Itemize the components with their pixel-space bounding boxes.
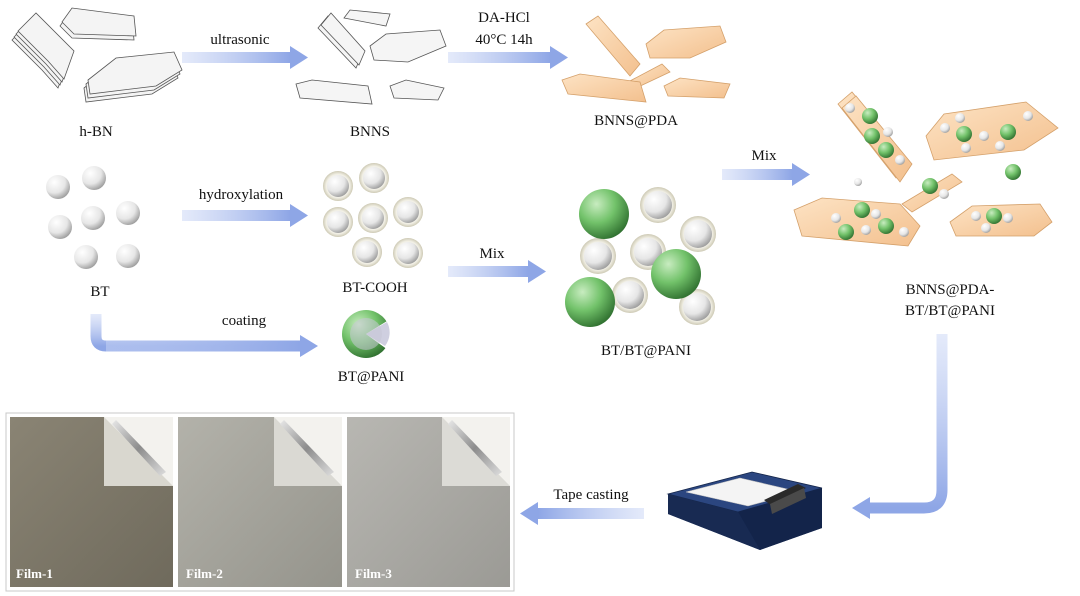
arrow-label-temp-time: 40°C 14h — [475, 32, 533, 48]
arrow-coating — [90, 314, 318, 357]
bnns-pda-sheets-illustration — [561, 15, 731, 103]
arrow-label-hydroxylation: hydroxylation — [199, 187, 284, 203]
arrow-label-da-hcl: DA-HCl — [478, 10, 530, 26]
bt-cooh-particles-illustration — [323, 163, 423, 268]
film-2-photo — [178, 417, 342, 587]
arrow-mix-lower — [448, 260, 546, 283]
bt-pani-core-shell-illustration — [342, 310, 397, 358]
film-1-label: Film-1 — [16, 566, 53, 581]
arrow-label-coating: coating — [222, 313, 267, 329]
arrow-label-tape-casting: Tape casting — [553, 487, 629, 503]
label-composite-line1: BNNS@PDA- — [906, 282, 995, 298]
bt-bt-pani-mixture-illustration — [565, 187, 716, 327]
label-bt: BT — [90, 284, 109, 300]
label-bt-pani: BT@PANI — [338, 369, 405, 385]
label-bnns: BNNS — [350, 124, 390, 140]
label-composite-line2: BT/BT@PANI — [905, 303, 995, 319]
composite-illustration — [793, 91, 1059, 247]
label-hbn: h-BN — [79, 124, 113, 140]
arrow-label-ultrasonic: ultrasonic — [210, 32, 269, 48]
arrow-da-hcl — [448, 46, 568, 69]
tape-caster-illustration — [666, 471, 823, 550]
film-photo-panel: Film-1 Film-2 Film-3 — [5, 412, 515, 592]
label-bt-cooh: BT-COOH — [342, 280, 407, 296]
film-3-photo — [347, 417, 510, 587]
arrow-to-tape-caster — [852, 334, 948, 519]
label-bnns-pda: BNNS@PDA — [594, 113, 678, 129]
arrow-label-mix-lower: Mix — [479, 246, 505, 262]
arrow-hydroxylation — [182, 204, 308, 227]
film-1-photo — [10, 417, 173, 587]
bt-particles-illustration — [46, 166, 140, 269]
label-bt-bt-pani: BT/BT@PANI — [601, 343, 691, 359]
film-2-label: Film-2 — [186, 566, 223, 581]
arrow-label-mix-upper: Mix — [751, 148, 777, 164]
arrow-ultrasonic — [182, 46, 308, 69]
arrow-tape-casting — [520, 502, 644, 525]
bnns-sheets-illustration — [295, 9, 447, 105]
arrow-mix-upper — [722, 163, 810, 186]
film-3-label: Film-3 — [355, 566, 392, 581]
hbn-stack-illustration — [11, 7, 183, 103]
